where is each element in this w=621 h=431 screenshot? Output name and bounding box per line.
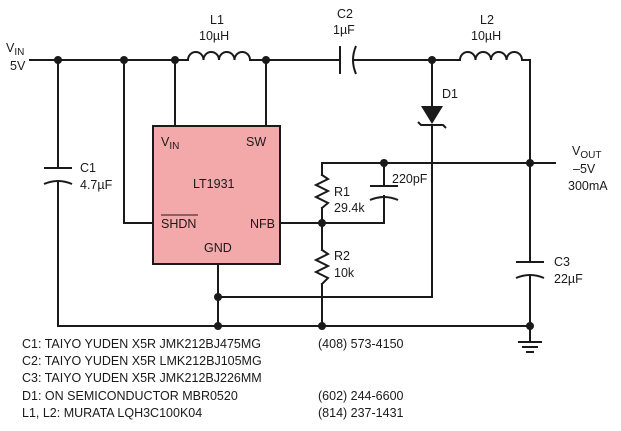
- inductor-l1: [186, 51, 252, 62]
- capacitor-c1: [43, 167, 73, 185]
- ic-pin-nfb: NFB: [250, 217, 275, 231]
- ic-pin-shdn: SHDN: [161, 217, 196, 231]
- r2-value: 10k: [334, 266, 355, 280]
- resistor-r2: [313, 248, 331, 286]
- bom-phone-l1l2: (814) 237-1431: [318, 406, 404, 420]
- resistor-r1: [313, 173, 331, 210]
- vout-current: 300mA: [568, 179, 608, 193]
- l1-value: 10µH: [199, 29, 229, 43]
- cff-value: 220pF: [392, 172, 428, 186]
- vout-value: –5V: [573, 162, 596, 176]
- bom-phone-c1: (408) 573-4150: [318, 337, 404, 351]
- bom-phone-d1: (602) 244-6600: [318, 389, 404, 403]
- vin-label: VIN: [6, 41, 24, 58]
- c2-ref: C2: [337, 7, 353, 21]
- r1-value: 29.4k: [334, 201, 365, 215]
- l1-ref: L1: [210, 13, 224, 27]
- bom-line-c2: C2: TAIYO YUDEN X5R LMK212BJ105MG: [22, 354, 262, 368]
- c3-value: 22µF: [554, 272, 583, 286]
- ic-pin-sw: SW: [246, 135, 266, 149]
- bom-line-l1l2: L1, L2: MURATA LQH3C100K04: [22, 406, 203, 420]
- ic-pin-vin: VIN: [161, 135, 179, 152]
- r2-ref: R2: [334, 249, 350, 263]
- c1-ref: C1: [80, 161, 96, 175]
- capacitor-220pf: [369, 185, 399, 201]
- ic-pin-gnd: GND: [204, 241, 232, 255]
- l2-value: 10µH: [471, 29, 501, 43]
- ic-body: [152, 125, 281, 265]
- l2-ref: L2: [480, 13, 494, 27]
- c2-value: 1µF: [333, 23, 355, 37]
- ground-icon: [518, 341, 542, 353]
- r1-ref: R1: [334, 185, 350, 199]
- d1-ref: D1: [442, 87, 458, 101]
- capacitor-c3: [515, 261, 545, 279]
- bom-line-d1: D1: ON SEMICONDUCTOR MBR0520: [22, 389, 238, 403]
- vout-label: VOUT: [572, 144, 601, 161]
- junctions: [54, 56, 534, 330]
- diode-d1: [417, 106, 447, 129]
- wires: [29, 59, 556, 343]
- bom-line-c1: C1: TAIYO YUDEN X5R JMK212BJ475MG: [22, 337, 261, 351]
- vin-value: 5V: [10, 59, 26, 73]
- bom-line-c3: C3: TAIYO YUDEN X5R JMK212BJ226MM: [22, 371, 262, 385]
- inductor-l2: [458, 51, 524, 62]
- c1-value: 4.7µF: [80, 178, 113, 192]
- capacitor-c2: [339, 45, 357, 75]
- ic-name: LT1931: [193, 177, 235, 191]
- c3-ref: C3: [554, 255, 570, 269]
